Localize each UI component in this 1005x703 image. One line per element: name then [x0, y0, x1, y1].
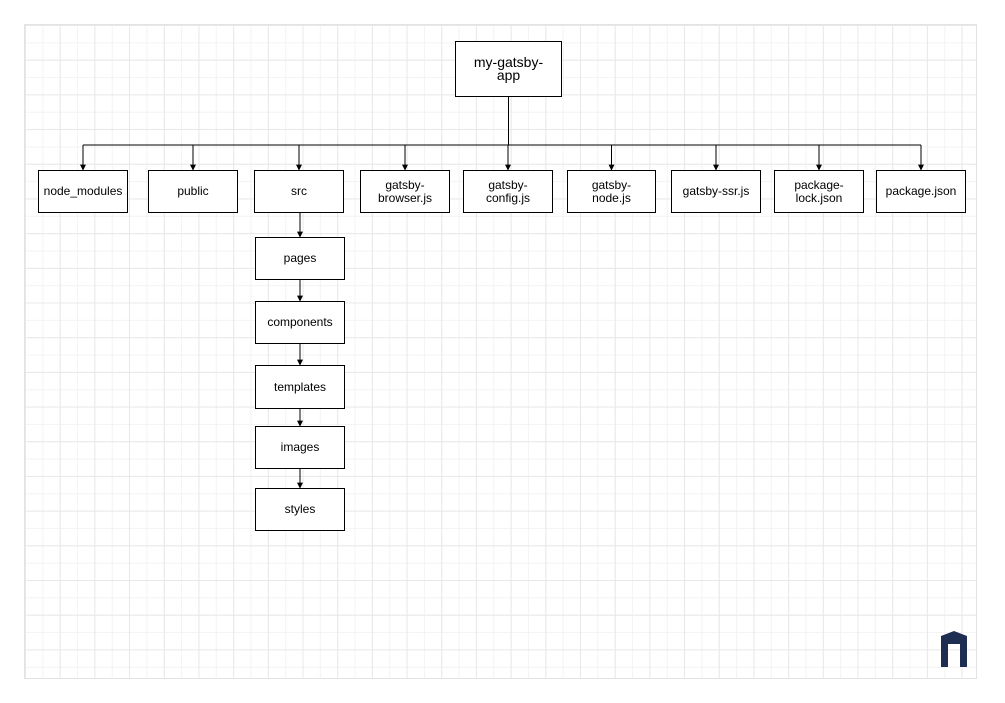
node-pages[interactable]: pages: [255, 237, 345, 280]
node-components[interactable]: components: [255, 301, 345, 344]
node-label: node_modules: [43, 184, 123, 198]
node-gatsby-browser[interactable]: gatsby-browser.js: [360, 170, 450, 213]
node-label: gatsby-browser.js: [377, 177, 433, 205]
node-gatsby-ssr[interactable]: gatsby-ssr.js: [671, 170, 761, 213]
node-label: src: [291, 184, 307, 198]
node-label: package.json: [885, 184, 957, 198]
node-label: pages: [283, 251, 317, 265]
brand-logo-icon: [941, 631, 967, 667]
root-node[interactable]: my-gatsby-app: [455, 41, 562, 97]
node-label: gatsby-node.js: [591, 177, 632, 205]
node-node-modules[interactable]: node_modules: [38, 170, 128, 213]
node-public[interactable]: public: [148, 170, 238, 213]
node-templates[interactable]: templates: [255, 365, 345, 409]
node-label: package-lock.json: [794, 177, 844, 205]
node-label: templates: [273, 379, 327, 394]
node-styles[interactable]: styles: [255, 488, 345, 531]
node-package-lock[interactable]: package-lock.json: [774, 170, 864, 213]
node-label: gatsby-ssr.js: [682, 184, 750, 198]
node-label: images: [280, 440, 320, 454]
node-gatsby-node[interactable]: gatsby-node.js: [567, 170, 656, 213]
diagram-canvas: [24, 24, 977, 679]
root-node-label: my-gatsby-app: [473, 54, 544, 83]
node-label: styles: [284, 502, 316, 516]
node-label: gatsby-config.js: [485, 177, 531, 205]
node-gatsby-config[interactable]: gatsby-config.js: [463, 170, 553, 213]
node-label: components: [267, 315, 333, 329]
node-images[interactable]: images: [255, 426, 345, 469]
node-src[interactable]: src: [254, 170, 344, 213]
node-label: public: [177, 184, 209, 198]
node-package-json[interactable]: package.json: [876, 170, 966, 213]
